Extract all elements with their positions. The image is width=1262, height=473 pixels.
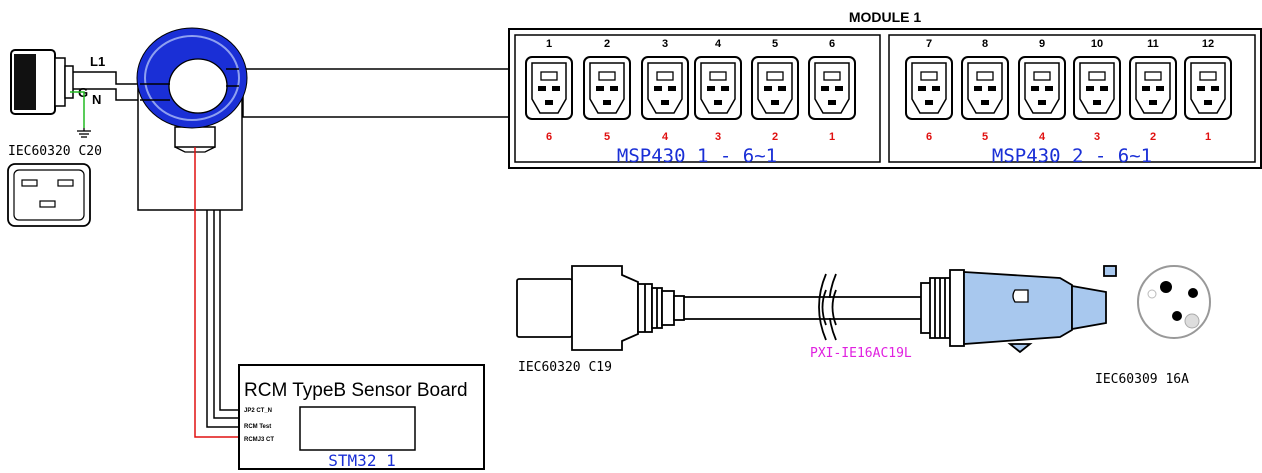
bank-1-bottom-number: 4 <box>662 131 669 143</box>
l1-label: L1 <box>90 54 105 69</box>
bank-2-bottom-number: 6 <box>926 131 932 143</box>
bank-1-bottom-number: 6 <box>546 131 552 143</box>
sensor-board-wires <box>206 210 240 428</box>
bank-2-top-number: 12 <box>1202 38 1214 50</box>
power-cable <box>684 273 921 341</box>
bank-1-top-number: 6 <box>829 38 835 50</box>
bank-2-bottom-number: 1 <box>1205 131 1211 143</box>
mcu-chip <box>299 406 416 451</box>
c13-outlet-icon <box>1129 56 1177 120</box>
bank-1-top-number: 3 <box>662 38 668 50</box>
sensor-board: RCM TypeB Sensor Board JP2 CT_N RCM Test… <box>238 364 485 470</box>
ground-wire <box>70 91 85 128</box>
plug-label: IEC60309 16A <box>1095 372 1189 387</box>
c13-outlet-icon <box>694 56 742 120</box>
outlet-bank-2: 7 8 9 10 11 12 6 5 4 3 2 1 MSP430 2 - 6~… <box>888 34 1256 167</box>
bank-1-controller-label: MSP430 1 - 6~1 <box>617 145 777 167</box>
neutral-label: N <box>92 92 101 107</box>
bank-2-bottom-number: 4 <box>1039 131 1046 143</box>
cable-break-icon <box>821 289 837 326</box>
c19-connector <box>516 265 685 351</box>
current-transformer-ring-icon <box>136 27 248 129</box>
c13-outlet-icon <box>583 56 631 120</box>
sensor-board-pin-label: RCM Test <box>244 424 271 430</box>
iec60309-plug <box>920 265 1117 354</box>
sensor-board-pin-label: RCMJ3 CT <box>244 437 274 443</box>
c13-outlet-icon <box>641 56 689 120</box>
bank-2-top-number: 9 <box>1039 38 1045 50</box>
bank-2-top-number: 7 <box>926 38 932 50</box>
bank-2-top-number: 8 <box>982 38 988 50</box>
cable-part-number: PXI-IE16AC19L <box>810 346 912 361</box>
bank-1-top-number: 2 <box>604 38 610 50</box>
c13-outlet-icon <box>525 56 573 120</box>
c13-outlet-icon <box>808 56 856 120</box>
outlet-bank-1: 1 2 3 4 5 6 6 5 4 3 2 1 MSP430 1 - 6~1 <box>514 34 881 167</box>
sensor-board-title: RCM TypeB Sensor Board <box>244 380 468 401</box>
c19-label: IEC60320 C19 <box>518 360 612 375</box>
bank-2-top-number: 10 <box>1091 38 1103 50</box>
c20-label: IEC60320 C20 <box>8 144 102 159</box>
bank-2-bottom-number: 5 <box>982 131 988 143</box>
ground-symbol-icon <box>77 128 91 138</box>
c13-outlet-icon <box>1184 56 1232 120</box>
ct-signal-wire <box>194 147 240 438</box>
bank-2-bottom-number: 3 <box>1094 131 1100 143</box>
mcu-label: STM32 1 <box>328 451 395 470</box>
sensor-board-pin-label: JP2 CT_N <box>244 408 272 414</box>
c13-outlet-icon <box>905 56 953 120</box>
bank-1-top-number: 1 <box>546 38 552 50</box>
bank-2-bottom-number: 2 <box>1150 131 1156 143</box>
c20-front-view <box>7 163 91 227</box>
bank-1-top-number: 4 <box>715 38 722 50</box>
iec60309-face-icon <box>1137 265 1211 339</box>
c13-outlet-icon <box>751 56 799 120</box>
c13-outlet-icon <box>1073 56 1121 120</box>
ct-passthrough-wires <box>140 68 239 101</box>
bank-2-top-number: 11 <box>1147 38 1159 50</box>
bank-1-bottom-number: 1 <box>829 131 835 143</box>
bank-1-bottom-number: 5 <box>604 131 610 143</box>
bank-2-controller-label: MSP430 2 - 6~1 <box>992 145 1152 167</box>
c13-outlet-icon <box>1018 56 1066 120</box>
module-title: MODULE 1 <box>849 9 922 25</box>
bank-1-bottom-number: 2 <box>772 131 778 143</box>
cable-break-gap <box>824 298 836 318</box>
bank-1-bottom-number: 3 <box>715 131 721 143</box>
c13-outlet-icon <box>961 56 1009 120</box>
iec-c20-inlet <box>10 49 74 115</box>
bank-1-top-number: 5 <box>772 38 778 50</box>
